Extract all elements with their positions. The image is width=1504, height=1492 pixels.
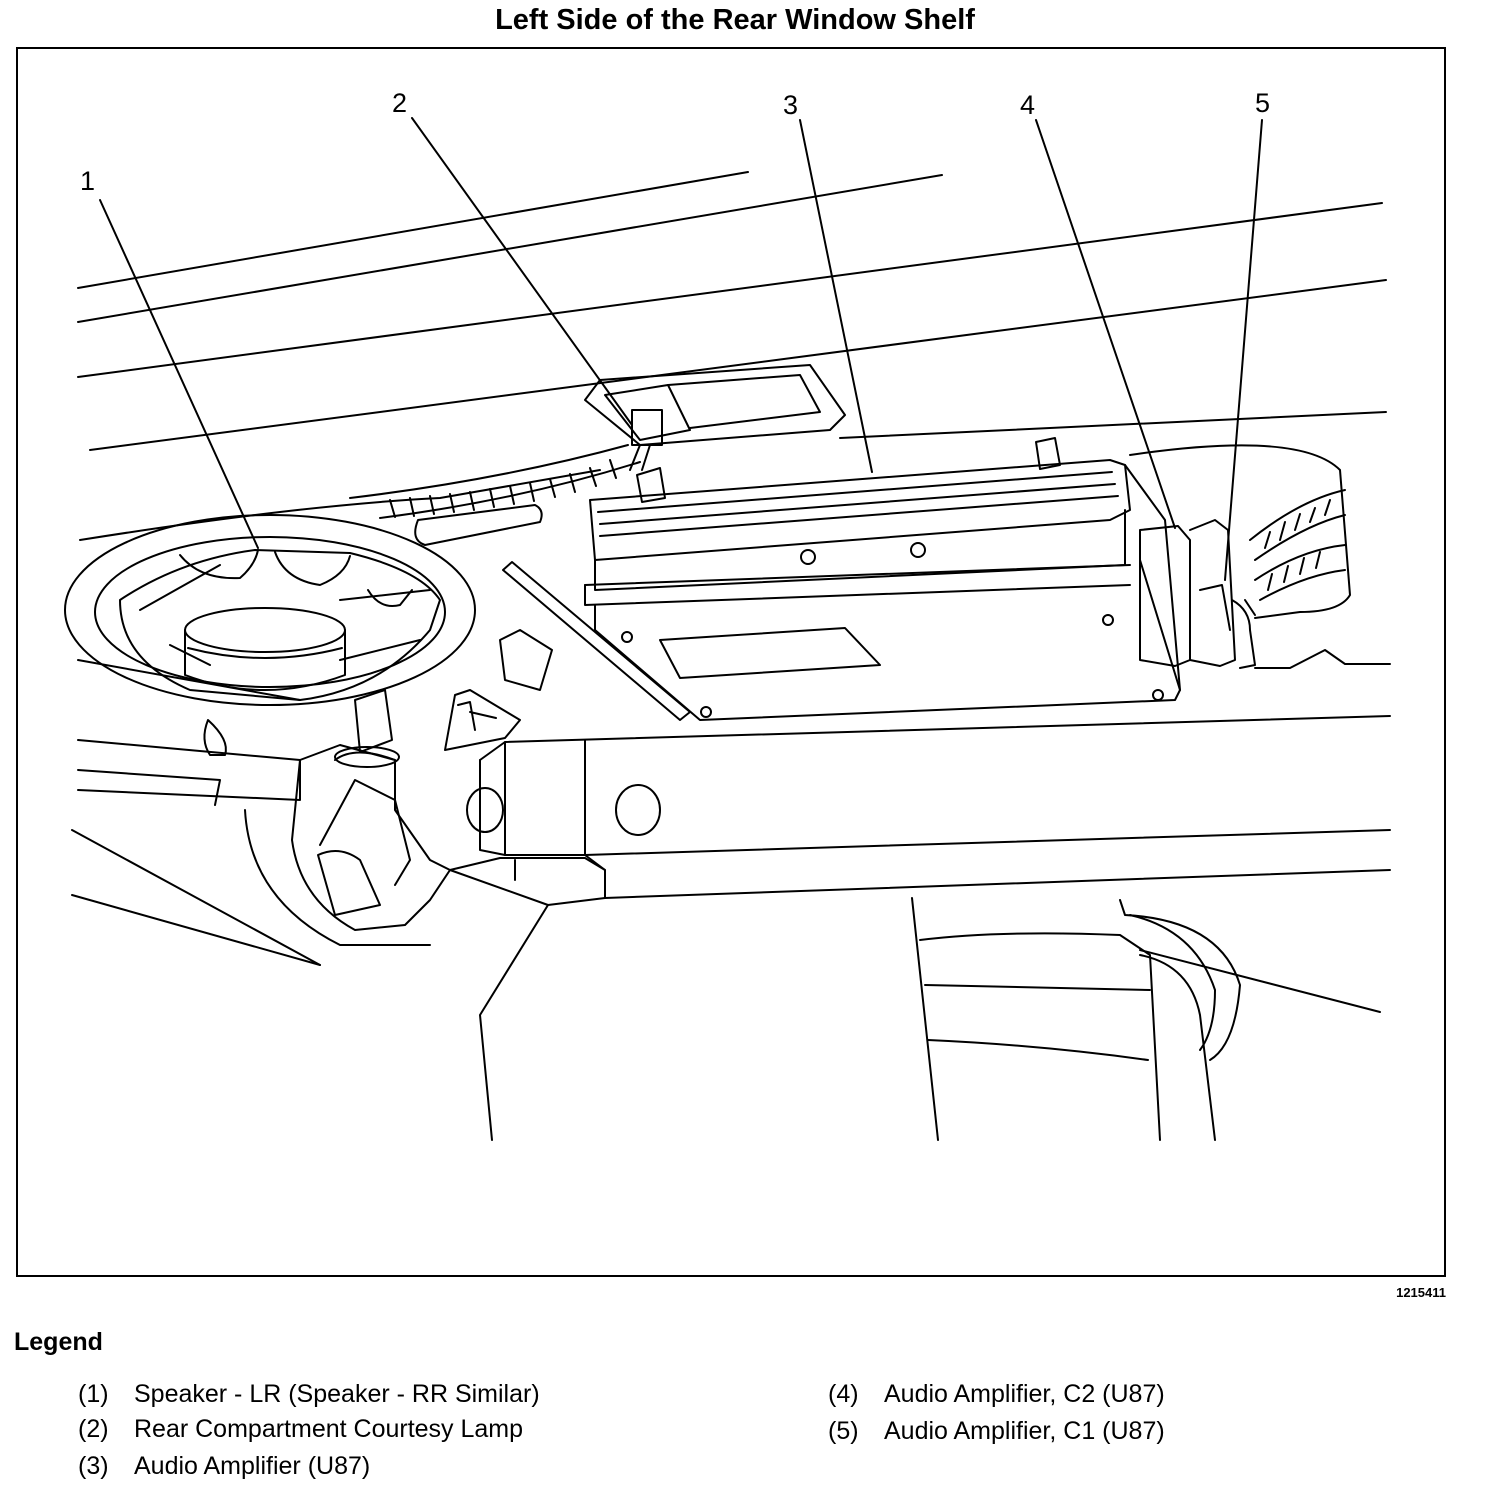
shelf-features [203,504,691,756]
callout-leaders [99,117,1263,581]
rear-crossbar [449,715,1391,906]
callout-3: 3 [783,90,798,120]
speaker-lr [64,514,476,706]
illustration-frame [16,47,1446,1277]
legend-item-text: Audio Amplifier (U87) [134,1452,371,1480]
legend-item-number: (1) [78,1380,109,1408]
legend-item: (3) Audio Amplifier (U87) [78,1452,370,1481]
left-bracket [71,739,451,966]
callout-5: 5 [1255,88,1270,118]
legend-item-text: Audio Amplifier, C2 (U87) [884,1380,1165,1408]
legend-item-number: (5) [828,1417,859,1445]
rear-window-lines [77,171,1387,451]
audio-amplifier [584,437,1181,721]
diagram-title: Left Side of the Rear Window Shelf [495,4,975,36]
callout-4: 4 [1020,90,1035,120]
legend-item-text: Speaker - LR (Speaker - RR Similar) [134,1380,540,1408]
amplifier-connectors [1139,519,1256,669]
legend-item-text: Rear Compartment Courtesy Lamp [134,1415,524,1443]
legend-item: (4) Audio Amplifier, C2 (U87) [828,1380,1165,1409]
callout-numbers: 1 2 3 4 5 [80,88,1270,196]
legend-item: (1) Speaker - LR (Speaker - RR Similar) [78,1380,540,1409]
figure-id: 1215411 [1396,1285,1446,1300]
wire-harness-left [349,444,641,519]
legend-item-text: Audio Amplifier, C1 (U87) [884,1417,1165,1445]
callout-2: 2 [392,88,407,118]
lower-body [479,897,1381,1141]
legend-heading: Legend [14,1328,103,1356]
legend-item-number: (4) [828,1380,859,1408]
legend-item-number: (3) [78,1452,109,1480]
legend-item: (2) Rear Compartment Courtesy Lamp [78,1415,523,1444]
wire-harness-right [1249,489,1346,601]
callout-1: 1 [80,166,95,196]
shelf-panel [77,444,1391,701]
legend-item-number: (2) [78,1415,109,1443]
legend-item: (5) Audio Amplifier, C1 (U87) [828,1417,1165,1446]
